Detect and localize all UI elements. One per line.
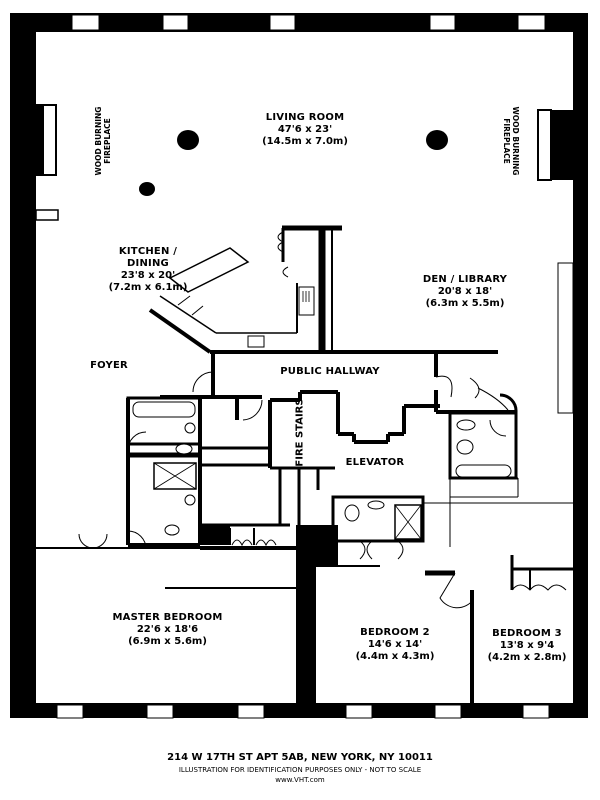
room-dims-imperial: 23'8 x 20' bbox=[120, 270, 176, 281]
fire-stairs-label: FIRE STAIRS bbox=[294, 398, 306, 467]
top-windows bbox=[71, 14, 546, 31]
room-label-living-room: LIVING ROOM 47'6 x 23' (14.5m x 7.0m) bbox=[240, 112, 370, 148]
room-dims-imperial: 47'6 x 23' bbox=[277, 124, 333, 135]
room-name: BEDROOM 2 bbox=[360, 627, 430, 638]
toilet-icon bbox=[344, 504, 360, 522]
room-name-line2: DINING bbox=[127, 258, 169, 269]
toilet-icon bbox=[175, 443, 193, 455]
room-dims-imperial: 13'8 x 9'4 bbox=[499, 640, 555, 651]
toilet-icon bbox=[164, 524, 180, 536]
bathtub-icon bbox=[132, 401, 196, 418]
room-label-den-library: DEN / LIBRARY 20'8 x 18' (6.3m x 5.5m) bbox=[405, 274, 525, 310]
room-dims-imperial: 22'6 x 18'6 bbox=[136, 624, 199, 635]
sink-icon bbox=[367, 500, 385, 510]
room-label-bedroom-2: BEDROOM 2 14'6 x 14' (4.4m x 4.3m) bbox=[345, 627, 445, 663]
bottom-windows bbox=[56, 704, 550, 719]
stove-icon bbox=[247, 335, 265, 348]
room-dims-metric: (6.3m x 5.5m) bbox=[425, 298, 505, 309]
room-dims-imperial: 14'6 x 14' bbox=[367, 639, 423, 650]
left-bath-walls bbox=[126, 396, 202, 547]
room-dims-metric: (4.2m x 2.8m) bbox=[487, 652, 567, 663]
room-name: KITCHEN / bbox=[118, 246, 178, 257]
foyer-label: FOYER bbox=[90, 360, 128, 371]
room-dims-metric: (6.9m x 5.6m) bbox=[128, 636, 207, 647]
room-dims-imperial: 20'8 x 18' bbox=[437, 286, 493, 297]
area-label-fire-stairs: FIRE STAIRS bbox=[294, 393, 306, 473]
room-name: BEDROOM 3 bbox=[492, 628, 562, 639]
fireplace-line1: WOOD BURNING bbox=[94, 106, 103, 176]
exterior-walls bbox=[10, 13, 588, 718]
address: 214 W 17TH ST APT 5AB, NEW YORK, NY 1001… bbox=[167, 752, 433, 763]
sink-icon bbox=[184, 422, 196, 434]
fireplace-line2: FIREPLACE bbox=[103, 118, 112, 164]
area-label-foyer: FOYER bbox=[84, 360, 134, 372]
kitchen-walls bbox=[148, 225, 342, 354]
sink-icon bbox=[456, 439, 474, 455]
room-label-master-bedroom: MASTER BEDROOM 22'6 x 18'6 (6.9m x 5.6m) bbox=[100, 612, 235, 648]
sink-icon bbox=[298, 286, 315, 316]
area-label-elevator: ELEVATOR bbox=[340, 457, 410, 469]
room-label-kitchen-dining: KITCHEN / DINING 23'8 x 20' (7.2m x 6.1m… bbox=[98, 246, 198, 294]
room-dims-metric: (14.5m x 7.0m) bbox=[262, 136, 348, 147]
website-link[interactable]: www.VHT.com bbox=[275, 776, 325, 784]
area-label-public-hallway: PUBLIC HALLWAY bbox=[270, 366, 390, 378]
room-name: LIVING ROOM bbox=[265, 112, 345, 123]
disclaimer: ILLUSTRATION FOR IDENTIFICATION PURPOSES… bbox=[178, 766, 422, 774]
bathtub-icon bbox=[455, 464, 512, 478]
room-name: DEN / LIBRARY bbox=[422, 274, 508, 285]
public-hallway-label: PUBLIC HALLWAY bbox=[280, 366, 380, 377]
fireplace-line1: WOOD BURNING bbox=[511, 106, 520, 176]
fireplace-line2: FIREPLACE bbox=[502, 118, 511, 164]
elevator-label: ELEVATOR bbox=[345, 457, 405, 468]
room-dims-metric: (7.2m x 6.1m) bbox=[108, 282, 188, 293]
room-name: MASTER BEDROOM bbox=[112, 612, 223, 623]
closet-walls bbox=[200, 446, 335, 527]
toilet-icon bbox=[456, 419, 476, 431]
room-dims-metric: (4.4m x 4.3m) bbox=[355, 651, 435, 662]
room-label-bedroom-3: BEDROOM 3 13'8 x 9'4 (4.2m x 2.8m) bbox=[482, 628, 572, 664]
fireplace-label-right: WOOD BURNING FIREPLACE bbox=[502, 106, 520, 176]
columns bbox=[139, 130, 448, 196]
fireplace-label-left: WOOD BURNING FIREPLACE bbox=[94, 106, 112, 176]
